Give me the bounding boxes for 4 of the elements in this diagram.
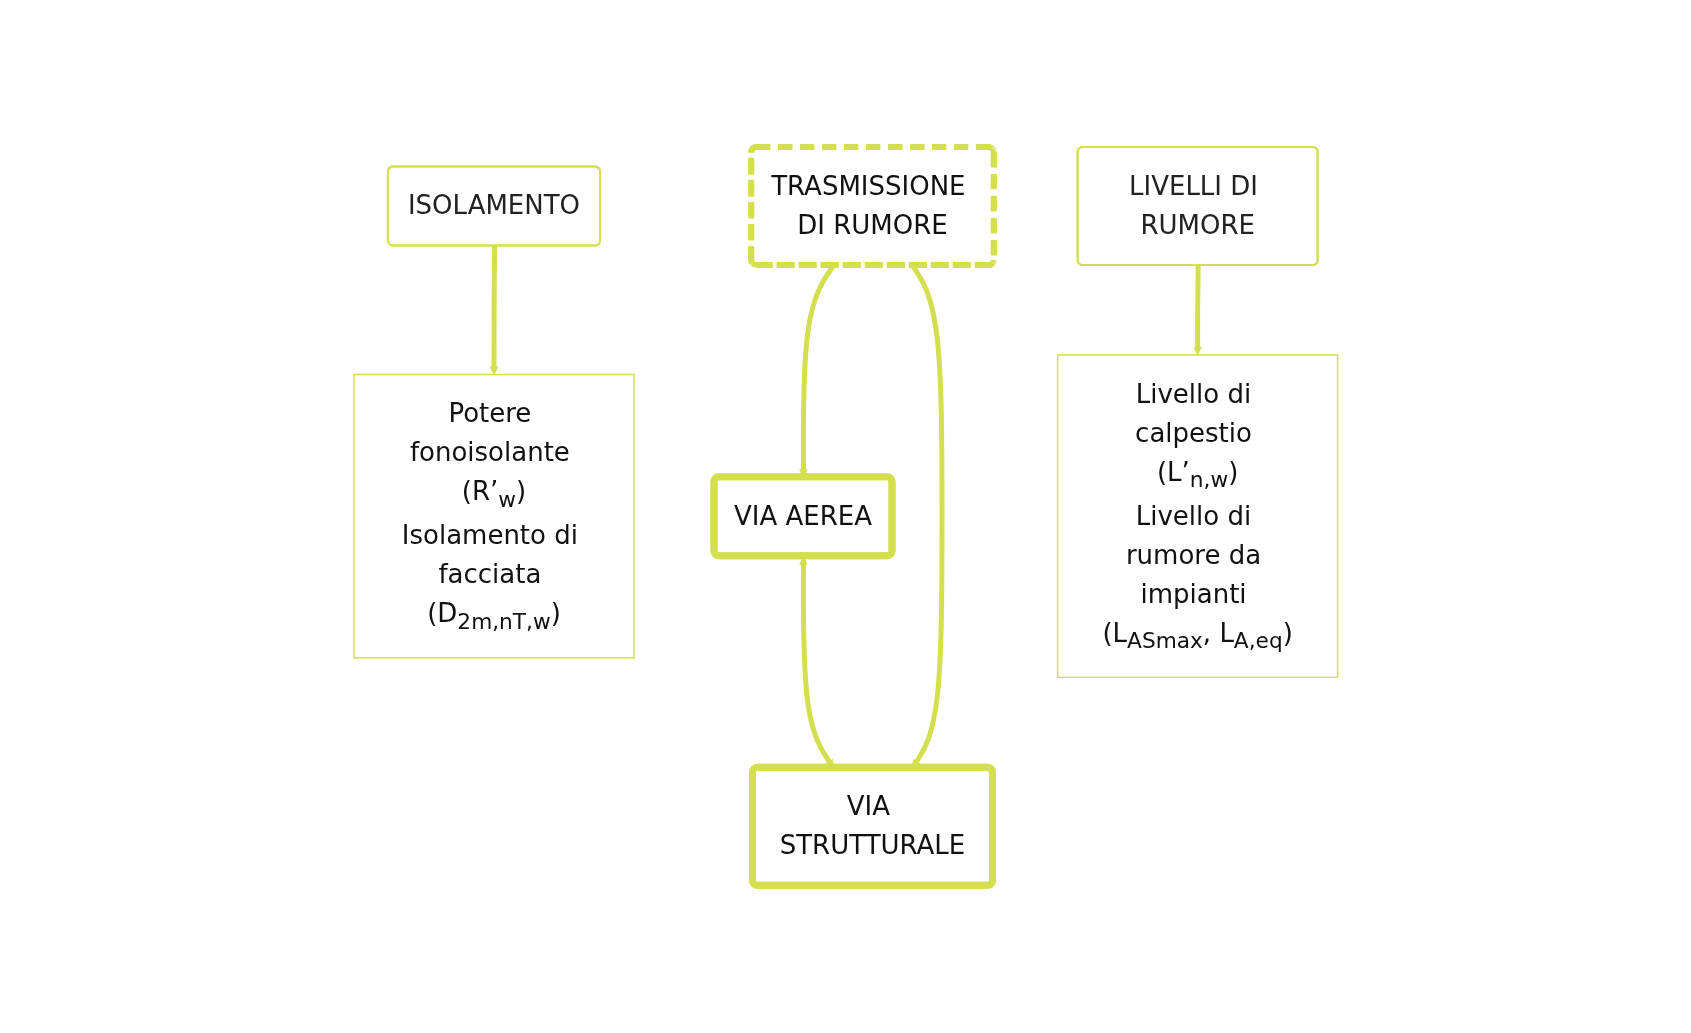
- node-box: Potere fonoisolante (R’$_{w}$) Isolamento di facciata (D$_{2m,nT,w}$): [352, 374, 635, 659]
- arrow: [1192, 265, 1202, 356]
- arrow: [489, 246, 499, 376]
- node-box: Livello di calpestio (L’$_{n,w}$) Livello di rumore da impianti (L$_{ASmax}$, L$_{A,eq}$): [1056, 354, 1339, 679]
